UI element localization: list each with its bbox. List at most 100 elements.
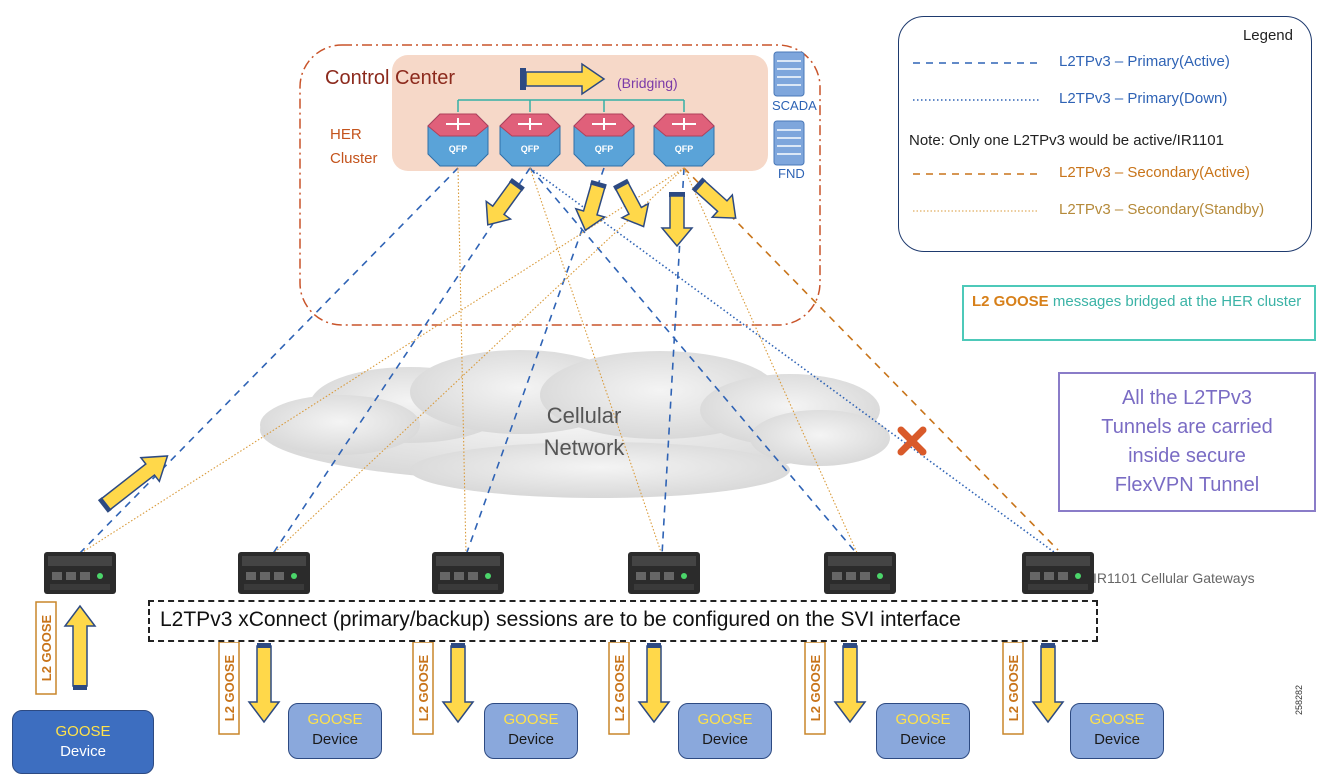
tunnel-line (77, 167, 685, 556)
goose-tag: L2 GOOSE (608, 641, 630, 735)
router-down-arrows (485, 177, 737, 248)
router-icon: QFP (653, 113, 715, 167)
legend-item-primary-active: L2TPv3 – Primary(Active) (1059, 53, 1230, 70)
control-center-title: Control Center (325, 67, 456, 89)
flexvpn-note-line1: All the L2TPv3 (1121, 387, 1253, 409)
cloud-label-line1: Cellular (546, 403, 622, 428)
gateway-router-icon (238, 552, 310, 594)
fnd-label: FND (778, 166, 805, 181)
goose-tag: L2 GOOSE (1002, 641, 1024, 735)
router-label: QFP (675, 144, 694, 154)
goose-device-1: GOOSE Device (288, 703, 382, 759)
device-goose-label: GOOSE (307, 711, 363, 728)
gateway-router-icon (1022, 552, 1094, 594)
tunnel-line (529, 167, 663, 556)
down-arrow-icon (574, 179, 607, 232)
goose-device-main: GOOSE Device (12, 710, 154, 774)
router-icon: QFP (427, 113, 489, 167)
goose-up-arrow-icon (63, 604, 97, 690)
device-label: Device (702, 731, 748, 748)
goose-tag: L2 GOOSE (35, 601, 57, 695)
goose-down-arrow-icon (1031, 643, 1065, 724)
ir1101-gateways (44, 552, 1094, 594)
scada-server-icon (773, 51, 805, 97)
legend-item-secondary-standby: L2TPv3 – Secondary(Standby) (1059, 201, 1265, 218)
goose-device-4: GOOSE Device (876, 703, 970, 759)
goose-note-highlight: L2 GOOSE (972, 293, 1049, 310)
goose-tag-label: L2 GOOSE (222, 654, 237, 721)
figure-number: 258282 (1294, 684, 1304, 715)
legend-title: Legend (1242, 27, 1293, 44)
uplink-arrow-icon (97, 455, 169, 513)
tunnel-line (529, 167, 1059, 556)
down-arrow-icon (691, 177, 737, 219)
router-label: QFP (449, 144, 468, 154)
scada-label: SCADA (772, 98, 817, 113)
goose-tag-label: L2 GOOSE (1006, 654, 1021, 721)
tunnel-line (77, 167, 459, 556)
tunnel-lines (77, 167, 1059, 556)
gateway-label: IR1101 Cellular Gateways (1093, 570, 1255, 586)
her-cluster-label: HER Cluster (330, 123, 378, 171)
her-routers: QFP QFP QFP QFP (427, 113, 715, 167)
device-label: Device (60, 743, 106, 760)
flexvpn-note-line4: FlexVPN Tunnel (1114, 474, 1260, 496)
fnd-server-icon (773, 120, 805, 166)
legend-item-secondary-active: L2TPv3 – Secondary(Active) (1059, 164, 1250, 181)
goose-tag-label: L2 GOOSE (612, 654, 627, 721)
bridging-label: (Bridging) (617, 75, 678, 91)
flexvpn-note-line3: inside secure (1128, 445, 1246, 467)
gateway-router-icon (432, 552, 504, 594)
tunnel-line (683, 167, 1059, 551)
goose-tag: L2 GOOSE (412, 641, 434, 735)
tunnel-line (683, 167, 859, 556)
goose-tag: L2 GOOSE (218, 641, 240, 735)
her-label-line1: HER (330, 126, 362, 143)
goose-tag-label: L2 GOOSE (808, 654, 823, 721)
xconnect-note: L2TPv3 xConnect (primary/backup) session… (148, 600, 1098, 642)
tunnel-line (465, 167, 605, 556)
her-label-line2: Cluster (330, 150, 378, 167)
router-label: QFP (521, 144, 540, 154)
router-interconnect (457, 99, 685, 112)
bridging-arrow-icon (520, 62, 606, 96)
goose-down-arrow-icon (637, 643, 671, 724)
down-arrow-icon (485, 178, 525, 226)
control-center-boundary (299, 44, 821, 326)
device-label: Device (1094, 731, 1140, 748)
router-label: QFP (595, 144, 614, 154)
goose-down-arrow-icon (247, 643, 281, 724)
device-label: Device (508, 731, 554, 748)
legend-item-primary-down: L2TPv3 – Primary(Down) (1059, 90, 1228, 107)
goose-device-3: GOOSE Device (678, 703, 772, 759)
device-label: Device (900, 731, 946, 748)
down-arrow-icon (613, 178, 650, 228)
goose-tag-label: L2 GOOSE (39, 614, 54, 681)
goose-down-arrow-icon (833, 643, 867, 724)
gateway-router-icon (628, 552, 700, 594)
gateway-router-icon (824, 552, 896, 594)
goose-tag: L2 GOOSE (804, 641, 826, 735)
legend-box: Legend L2TPv3 – Primary(Active) L2TPv3 –… (898, 16, 1312, 252)
tunnel-line (457, 167, 467, 556)
goose-flow-arrows: L2 GOOSE L2 GOOSE L2 GOOSE L2 GOOSE L2 GOOSE… (35, 601, 1065, 735)
legend-swatches (913, 62, 1039, 212)
goose-note-text: messages bridged at the HER cluster (1048, 293, 1302, 310)
tunnel-down-x-icon (897, 426, 927, 456)
goose-device-2: GOOSE Device (484, 703, 578, 759)
cellular-cloud (260, 350, 890, 498)
goose-bridged-note: L2 GOOSE messages bridged at the HER clu… (962, 285, 1316, 341)
goose-down-arrow-icon (441, 643, 475, 724)
flexvpn-note: All the L2TPv3 Tunnels are carried insid… (1058, 372, 1316, 512)
router-icon: QFP (573, 113, 635, 167)
gateway-router-icon (44, 552, 116, 594)
device-goose-label: GOOSE (55, 723, 111, 740)
device-goose-label: GOOSE (895, 711, 951, 728)
device-label: Device (312, 731, 358, 748)
device-goose-label: GOOSE (503, 711, 559, 728)
down-arrow-icon (660, 192, 694, 248)
cloud-label-line2: Network (543, 435, 625, 460)
flexvpn-note-line2: Tunnels are carried (1101, 416, 1273, 438)
legend-note: Note: Only one L2TPv3 would be active/IR… (909, 132, 1224, 149)
